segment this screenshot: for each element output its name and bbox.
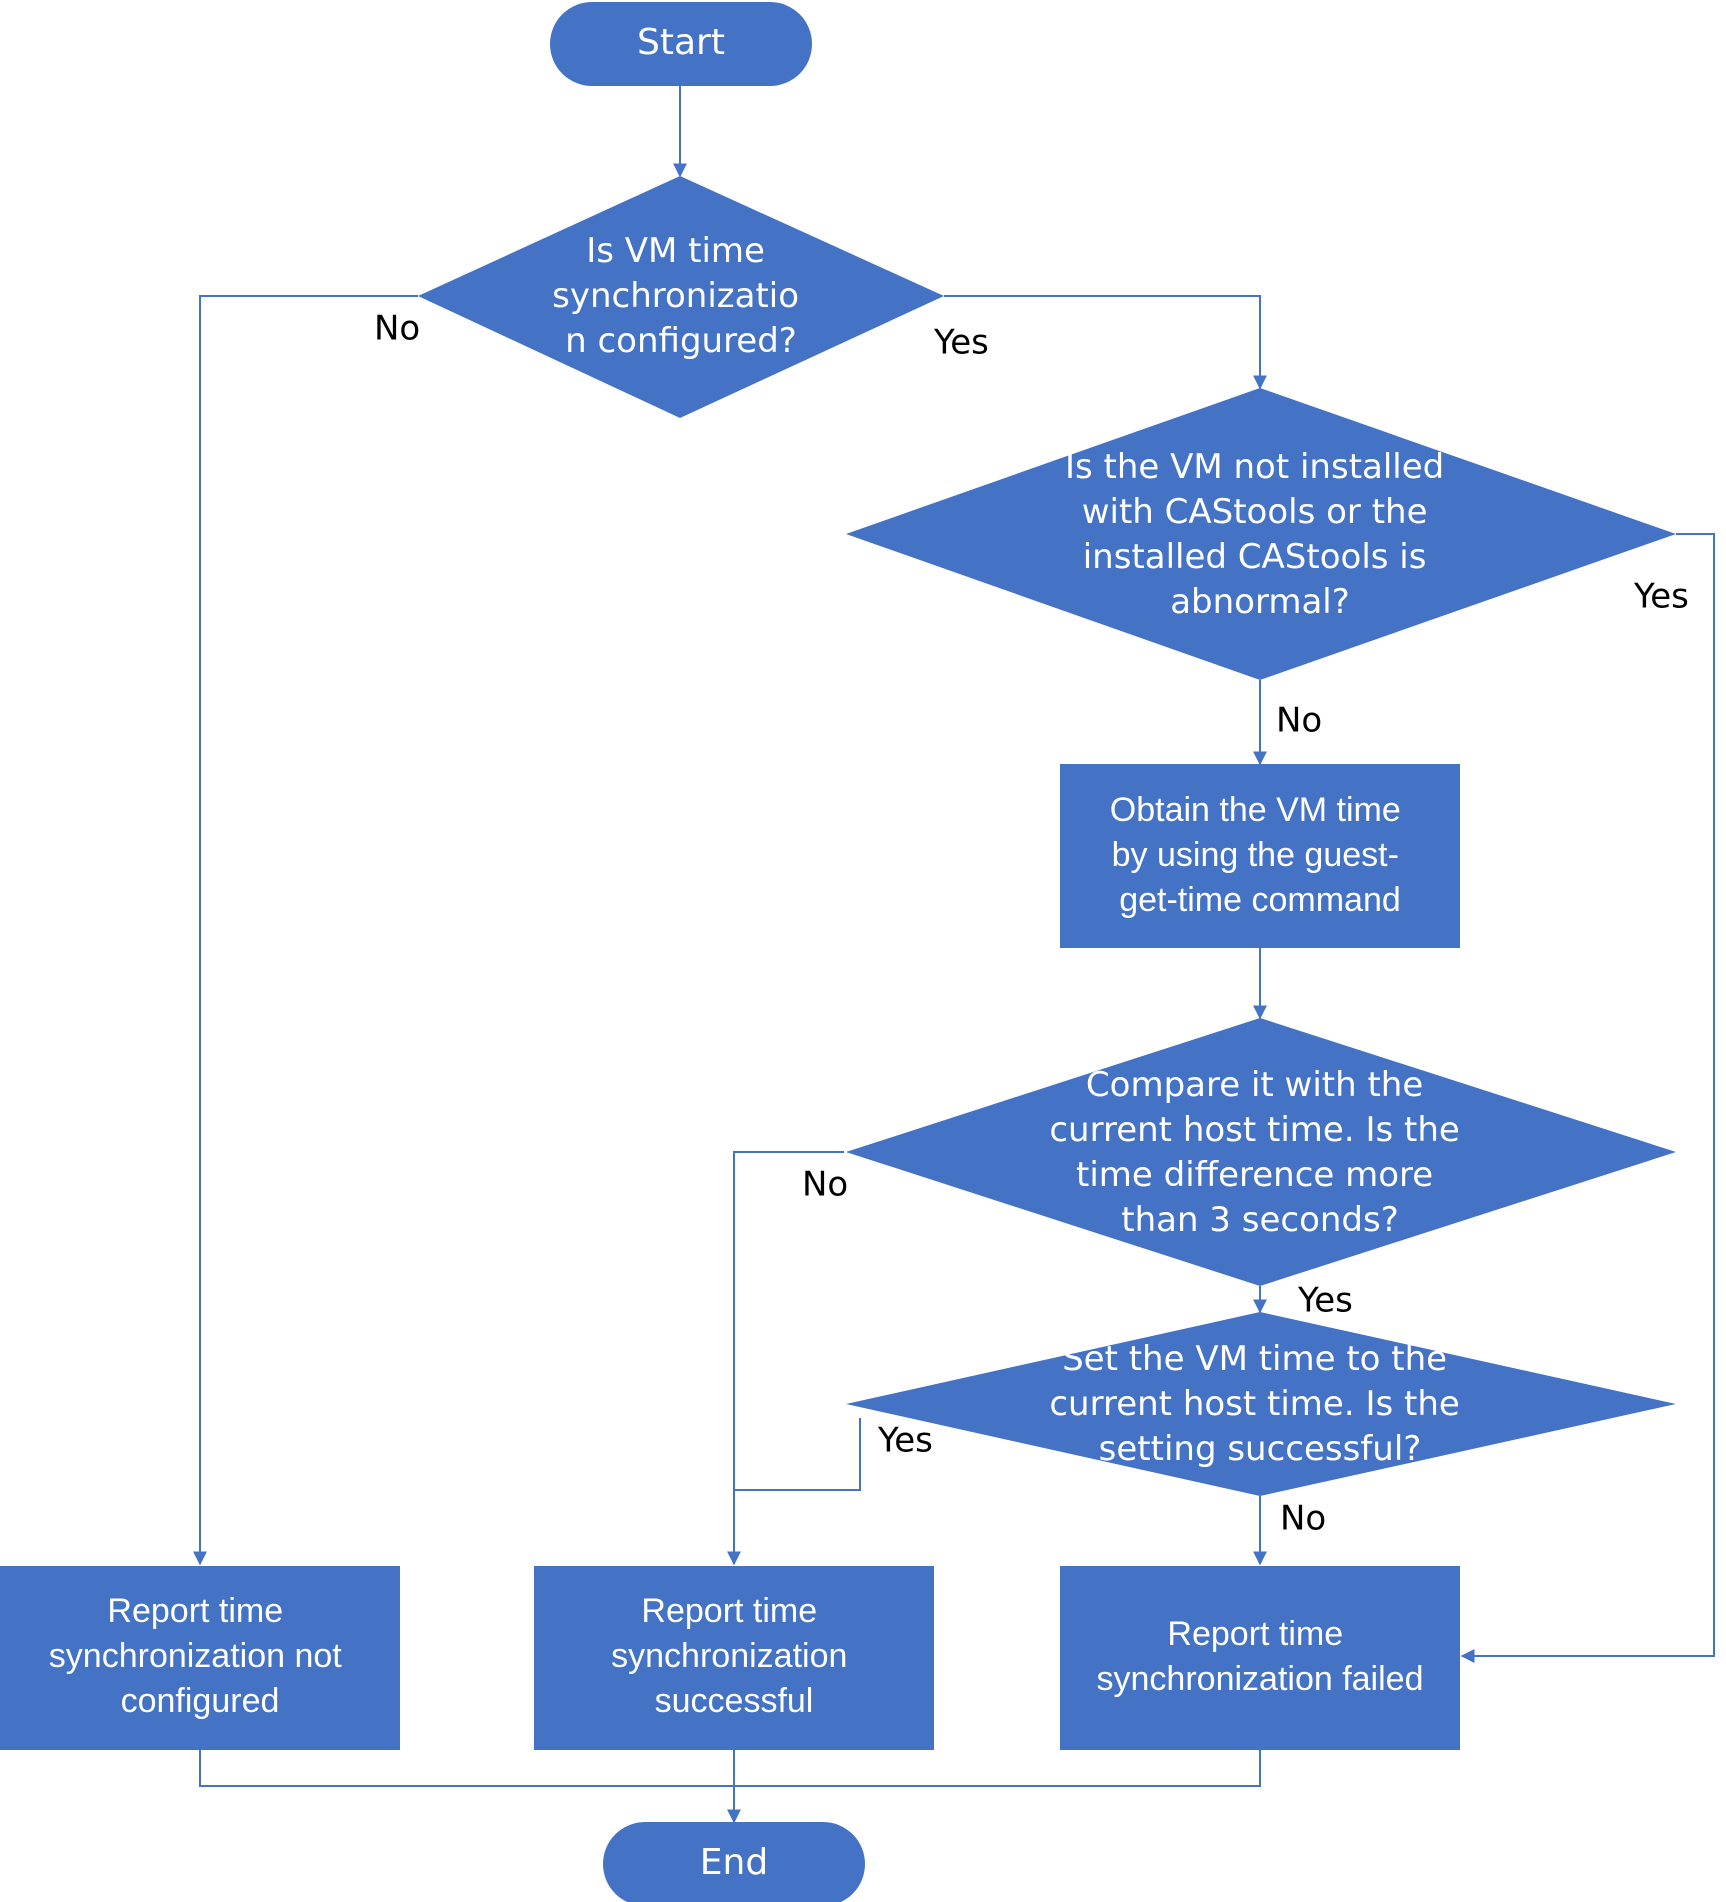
castools-line-2: with CAStools or the (1082, 492, 1428, 532)
label-set-no: No (1280, 1499, 1326, 1539)
report-successful: Report time synchronization successful (534, 1566, 934, 1750)
obtain-line-2: by using the guest- (1112, 836, 1399, 874)
report-failed: Report time synchronization failed (1060, 1566, 1460, 1750)
edge-labels: No Yes Yes No No Yes Yes No (374, 309, 1689, 1539)
end-terminal: End (603, 1822, 865, 1902)
obtain-line-3: get-time command (1119, 881, 1401, 919)
not-configured-line-3: configured (121, 1682, 280, 1720)
successful-line-2: synchronization (611, 1637, 847, 1675)
svg-text:Is the VM not installed: Is the VM not installed with CAStools or… (1065, 447, 1455, 622)
compare-line-4: than 3 seconds? (1121, 1200, 1399, 1240)
edge-castools-yes (1460, 533, 1715, 1663)
report-not-configured: Report time synchronization not configur… (0, 1566, 400, 1750)
start-terminal: Start (550, 2, 812, 86)
label-castools-no: No (1276, 701, 1322, 741)
compare-line-3: time difference more (1076, 1155, 1433, 1195)
decision-time-sync-configured: Is VM time synchronizatio n configured? (418, 176, 944, 418)
castools-line-4: abnormal? (1170, 582, 1350, 622)
failed-line-1: Report time (1167, 1615, 1343, 1653)
svg-text:Report time synchronizat: Report time synchronization failed (1097, 1615, 1424, 1698)
failed-line-2: synchronization failed (1097, 1660, 1424, 1698)
edge-configured-yes (944, 295, 1267, 390)
label-set-yes: Yes (877, 1421, 933, 1461)
castools-line-1: Is the VM not installed (1065, 447, 1444, 487)
end-label: End (700, 1842, 768, 1883)
edge-reports-to-end (199, 1750, 1261, 1787)
configured-line-2: synchronizatio (552, 276, 799, 316)
svg-text:Start: Start (637, 22, 725, 63)
svg-text:Report time synchronizat: Report time synchronization successful (611, 1592, 857, 1720)
svg-text:Report time synchronizat: Report time synchronization not configur… (49, 1592, 351, 1720)
decision-setting-successful: Set the VM time to the current host time… (846, 1312, 1676, 1496)
configured-line-1: Is VM time (586, 231, 765, 271)
edge-configured-no (193, 295, 418, 1566)
svg-text:Is VM time synchronizati: Is VM time synchronizatio n configured? (552, 231, 810, 361)
compare-line-1: Compare it with the (1086, 1065, 1423, 1105)
svg-text:Compare it with the curr: Compare it with the current host time. I… (1049, 1065, 1470, 1240)
not-configured-line-1: Report time (107, 1592, 283, 1630)
label-compare-yes: Yes (1297, 1281, 1353, 1321)
edge-set-yes (734, 1418, 861, 1491)
compare-line-2: current host time. Is the (1049, 1110, 1459, 1150)
label-configured-yes: Yes (933, 323, 989, 363)
obtain-line-1: Obtain the VM time (1110, 791, 1401, 829)
set-line-2: current host time. Is the (1049, 1384, 1459, 1424)
successful-line-3: successful (655, 1682, 814, 1720)
configured-line-3: n configured? (565, 321, 797, 361)
decision-time-difference: Compare it with the current host time. I… (846, 1018, 1676, 1286)
set-line-1: Set the VM time to the (1062, 1339, 1447, 1379)
not-configured-line-2: synchronization not (49, 1637, 343, 1675)
edge-compare-no (727, 1151, 844, 1566)
successful-line-1: Report time (641, 1592, 817, 1630)
label-castools-yes: Yes (1633, 577, 1689, 617)
start-label: Start (637, 22, 725, 63)
process-obtain-vm-time: Obtain the VM time by using the guest- g… (1060, 764, 1460, 948)
svg-text:Set the VM time to the c: Set the VM time to the current host time… (1049, 1339, 1470, 1469)
svg-text:Obtain the VM time by us: Obtain the VM time by using the guest- g… (1110, 791, 1410, 919)
castools-line-3: installed CAStools is (1083, 537, 1427, 577)
label-configured-no: No (374, 309, 420, 349)
connectors (193, 86, 1715, 1824)
set-line-3: setting successful? (1099, 1429, 1422, 1469)
label-compare-no: No (802, 1165, 848, 1205)
decision-castools-abnormal: Is the VM not installed with CAStools or… (846, 388, 1676, 680)
svg-text:End: End (700, 1842, 768, 1883)
